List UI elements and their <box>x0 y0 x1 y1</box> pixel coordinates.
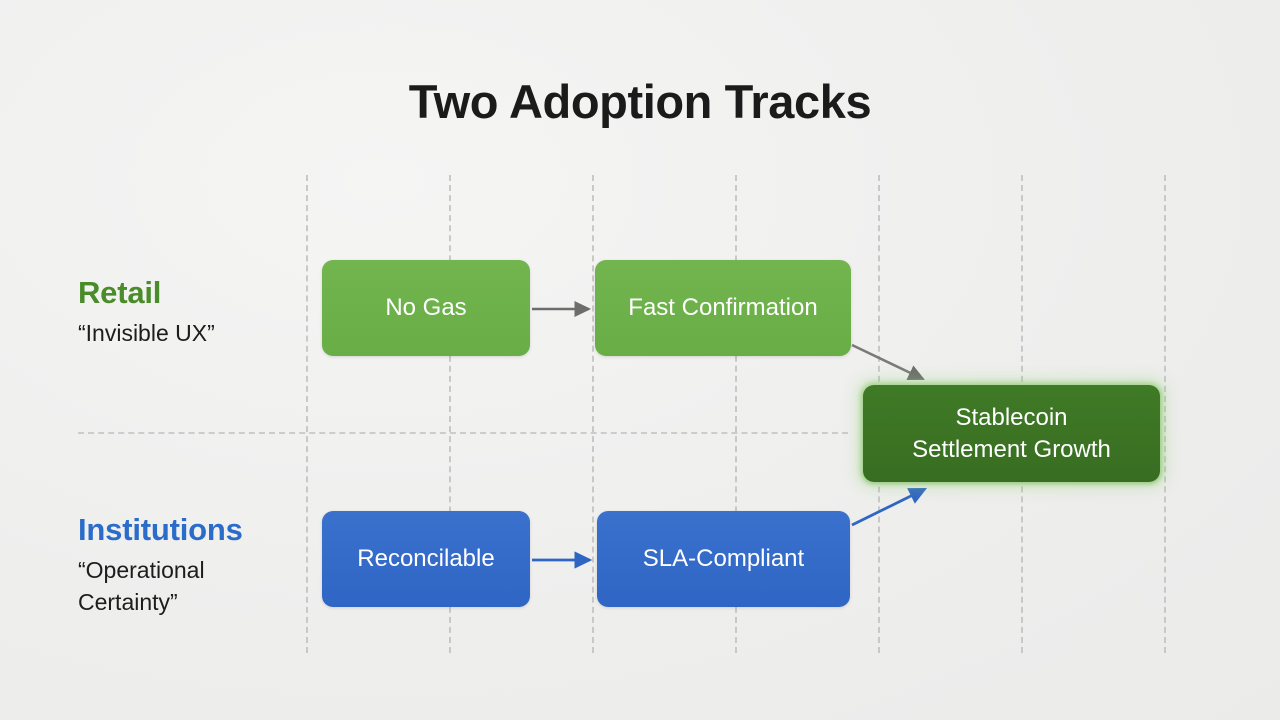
track-name-retail: Retail <box>78 275 162 310</box>
grid-vline-3 <box>592 175 594 653</box>
node-fast-confirmation[interactable]: Fast Confirmation <box>595 260 851 356</box>
track-label-institutions: Institutions “Operational Certainty” <box>78 512 293 618</box>
track-label-retail: Retail “Invisible UX” <box>78 275 215 349</box>
page-title: Two Adoption Tracks <box>408 75 872 128</box>
node-stablecoin-line-2: Settlement Growth <box>912 435 1111 463</box>
grid-vline-1 <box>306 175 308 653</box>
track-subtitle-institutions: “Operational Certainty” <box>78 557 205 616</box>
grid-vline-2 <box>449 175 451 653</box>
node-sla-compliant[interactable]: SLA-Compliant <box>597 511 850 607</box>
grid-vline-4 <box>735 175 737 653</box>
grid-vline-7 <box>1164 175 1166 653</box>
node-stablecoin-text: Stablecoin Settlement Growth <box>912 402 1111 465</box>
grid-hline-1 <box>78 432 848 434</box>
node-no-gas[interactable]: No Gas <box>322 260 530 356</box>
node-stablecoin-settlement-growth[interactable]: Stablecoin Settlement Growth <box>863 385 1160 482</box>
node-stablecoin-line-1: Stablecoin <box>955 403 1068 431</box>
track-name-institutions: Institutions <box>78 512 243 547</box>
track-subtitle-retail: “Invisible UX” <box>78 320 215 347</box>
edge-fast-confirmation-to-stablecoin <box>851 343 925 381</box>
edge-sla-compliant-to-stablecoin <box>851 487 928 527</box>
node-reconcilable[interactable]: Reconcilable <box>322 511 530 607</box>
